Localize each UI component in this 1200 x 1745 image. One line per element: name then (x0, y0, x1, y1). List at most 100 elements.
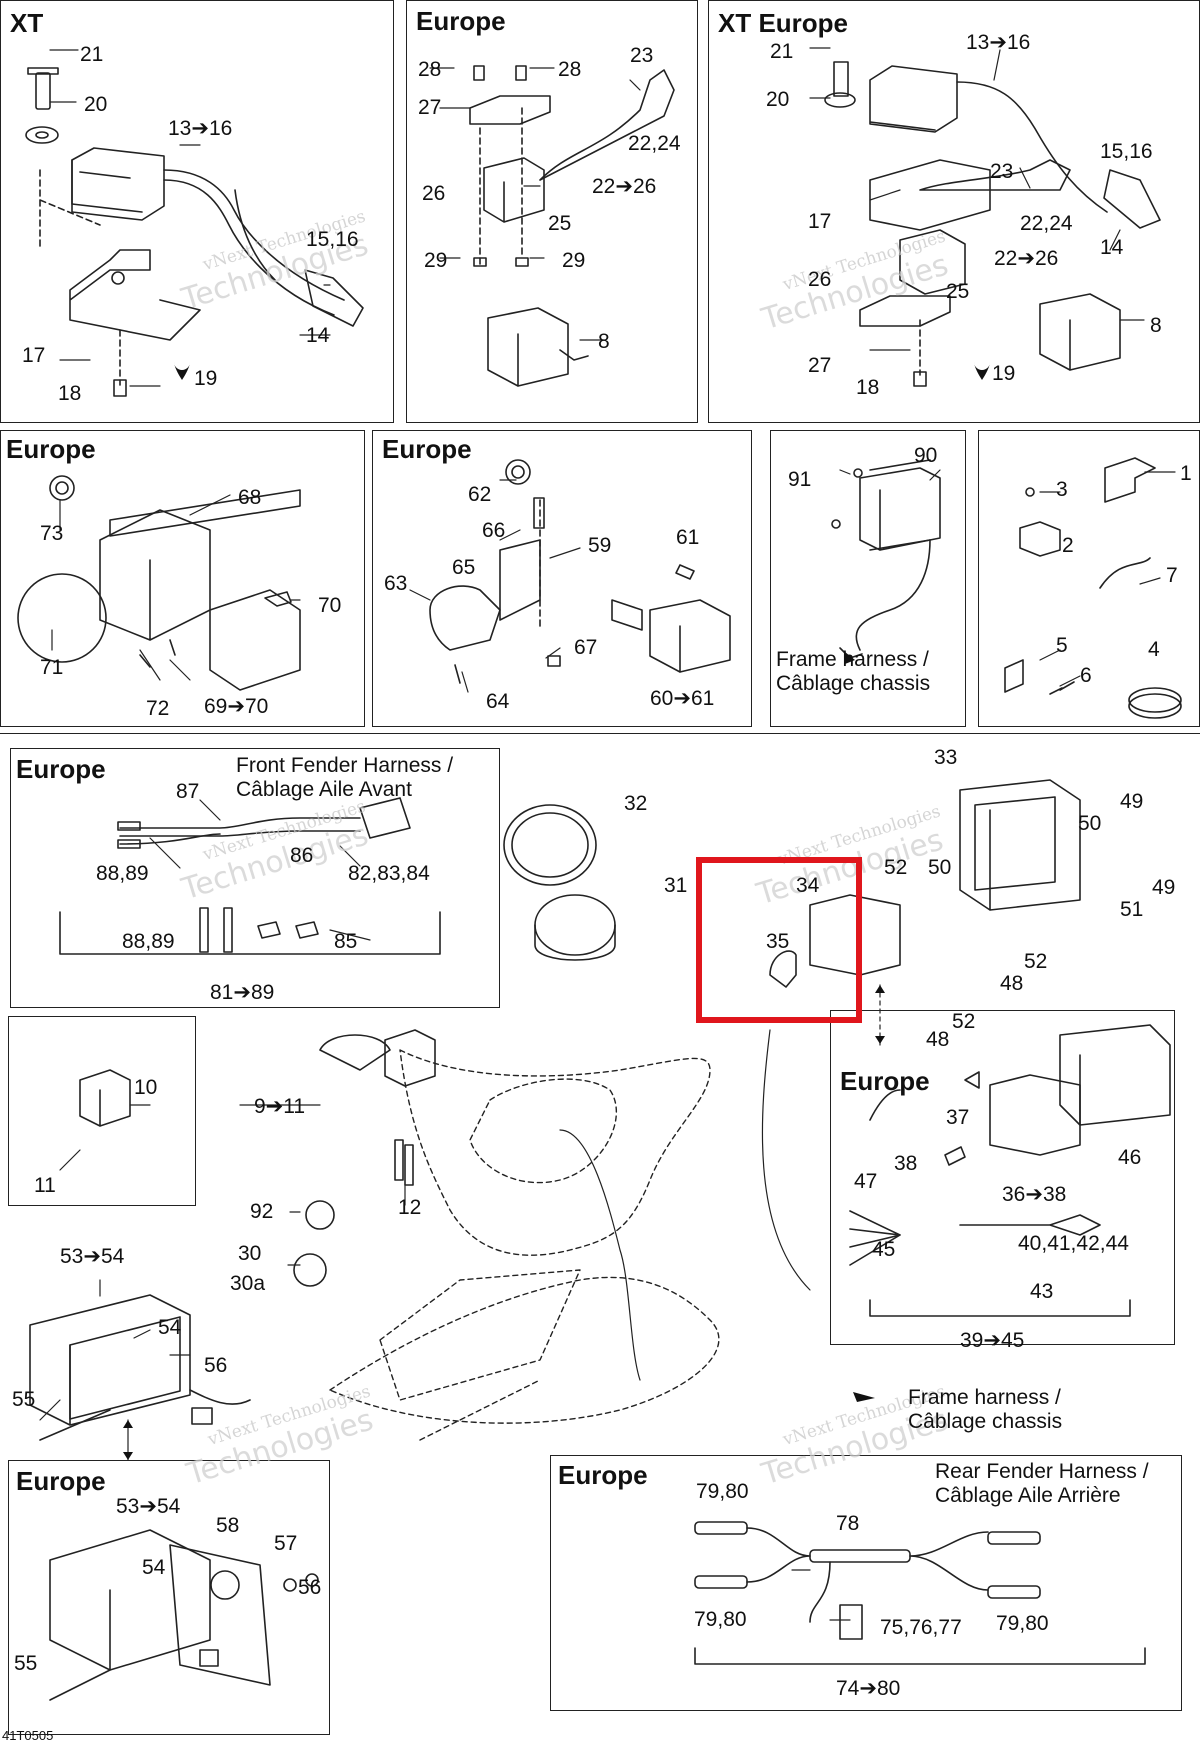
callout-label: 60➔61 (650, 687, 715, 710)
callout-label: 38 (894, 1152, 918, 1175)
callout-label: 17 (808, 210, 832, 233)
callout-label: 29 (562, 249, 586, 272)
caption-fr: Câblage chassis (908, 1410, 1063, 1433)
drop-icon-xt (174, 362, 190, 380)
panel-title-europe-tail: Europe (16, 1466, 106, 1496)
panel-xt-europe (708, 0, 1200, 423)
callout-label: 37 (946, 1106, 970, 1129)
callout-label: 50 (1078, 812, 1102, 835)
callout-label: 22➔26 (592, 175, 657, 198)
figure-reference: 41T0505 (2, 1728, 54, 1743)
callout-label: 6 (1080, 664, 1092, 687)
callout-label: 45 (872, 1238, 896, 1261)
callout-label: 18 (58, 382, 82, 405)
callout-label: 22,24 (628, 132, 681, 155)
panel-front-fender (10, 748, 500, 1008)
panel-rear-fender (550, 1455, 1182, 1711)
callout-label: 86 (290, 844, 314, 867)
callout-label: 23 (630, 44, 654, 67)
panel-title-rear-fender: Europe (558, 1460, 648, 1490)
callout-label: 3 (1056, 478, 1068, 501)
panel-title-xt-europe: XT Europe (718, 8, 849, 38)
callout-label: 33 (934, 746, 958, 769)
callout-label: 62 (468, 483, 492, 506)
callout-label: 17 (22, 344, 46, 367)
callout-label: 15,16 (306, 228, 359, 251)
callout-label: 63 (384, 572, 408, 595)
caption-en: Frame harness / (908, 1386, 1061, 1409)
callout-label: 26 (422, 182, 446, 205)
panel-title-front-fender: Europe (16, 754, 106, 784)
callout-label: 91 (788, 468, 812, 491)
callout-label: 54 (158, 1316, 182, 1339)
callout-label: 66 (482, 519, 506, 542)
callout-label: 90 (914, 444, 938, 467)
callout-label: 79,80 (696, 1480, 749, 1503)
drop-icon-xt-europe (974, 362, 990, 380)
panel-title-xt: XT (10, 8, 44, 38)
callout-label: 68 (238, 486, 262, 509)
callout-label: 27 (418, 96, 442, 119)
callout-label: 73 (40, 522, 64, 545)
callout-label: 52 (1024, 950, 1048, 973)
callout-label: 74➔80 (836, 1677, 901, 1700)
callout-label: 18 (856, 376, 880, 399)
callout-label: 31 (664, 874, 688, 897)
callout-label: 69➔70 (204, 695, 269, 718)
callout-label: 49 (1120, 790, 1144, 813)
callout-label: 48 (1000, 972, 1024, 995)
caption-fr: Câblage Aile Arrière (935, 1484, 1121, 1507)
panel-title-europe-mid1: Europe (6, 434, 96, 464)
callout-label: 59 (588, 534, 612, 557)
callout-label: 71 (40, 656, 64, 679)
panel-hardware (978, 430, 1200, 727)
callout-label: 67 (574, 636, 598, 659)
callout-label: 79,80 (996, 1612, 1049, 1635)
caption-front-fender: Front Fender Harness / Câblage Aile Avan… (236, 754, 453, 802)
callout-label: 87 (176, 780, 200, 803)
front-fender-art (59, 797, 441, 955)
main-parts-art (29, 779, 1081, 1441)
callout-label: 1 (1180, 462, 1192, 485)
callout-label: 56 (298, 1576, 322, 1599)
callout-label: 28 (418, 58, 442, 81)
callout-label: 79,80 (694, 1608, 747, 1631)
callout-label: 25 (548, 212, 572, 235)
panel-left-switch (8, 1016, 196, 1206)
callout-label: 21 (80, 43, 104, 66)
panel-europe-right (830, 1010, 1175, 1345)
hardware-art (1004, 457, 1182, 719)
europe-right-art (849, 1024, 1171, 1317)
callout-label: 20 (766, 88, 790, 111)
europe-mid1-art (17, 475, 301, 691)
callout-label: 75,76,77 (880, 1616, 962, 1639)
callout-label: 30 (238, 1242, 262, 1265)
callout-label: 50 (928, 856, 952, 879)
callout-label: 49 (1152, 876, 1176, 899)
leader-lines (39, 47, 1176, 1621)
panel-title-europe-mid2: Europe (382, 434, 472, 464)
caption-fr: Câblage Aile Avant (236, 778, 412, 801)
callout-label: 65 (452, 556, 476, 579)
callout-label: 19 (194, 367, 218, 390)
callout-label: 40,41,42,44 (1018, 1232, 1129, 1255)
callout-label: 56 (204, 1354, 228, 1377)
callout-label: 78 (836, 1512, 860, 1535)
rear-fender-art (694, 1521, 1146, 1665)
callout-label: 14 (1100, 236, 1124, 259)
callout-label: 30a (230, 1272, 266, 1295)
callout-label: 47 (854, 1170, 878, 1193)
callout-label: 88,89 (122, 930, 175, 953)
callout-label: 22,24 (1020, 212, 1073, 235)
frame-harness-1-art (831, 459, 941, 659)
panel-title-europe-right: Europe (840, 1066, 930, 1096)
callout-label: 32 (624, 792, 648, 815)
callout-label: 27 (808, 354, 832, 377)
callout-label: 4 (1148, 638, 1160, 661)
callout-label: 15,16 (1100, 140, 1153, 163)
callout-label: 82,83,84 (348, 862, 430, 885)
callout-label: 7 (1166, 564, 1178, 587)
callout-label: 39➔45 (960, 1329, 1025, 1352)
callout-label: 11 (34, 1174, 56, 1197)
